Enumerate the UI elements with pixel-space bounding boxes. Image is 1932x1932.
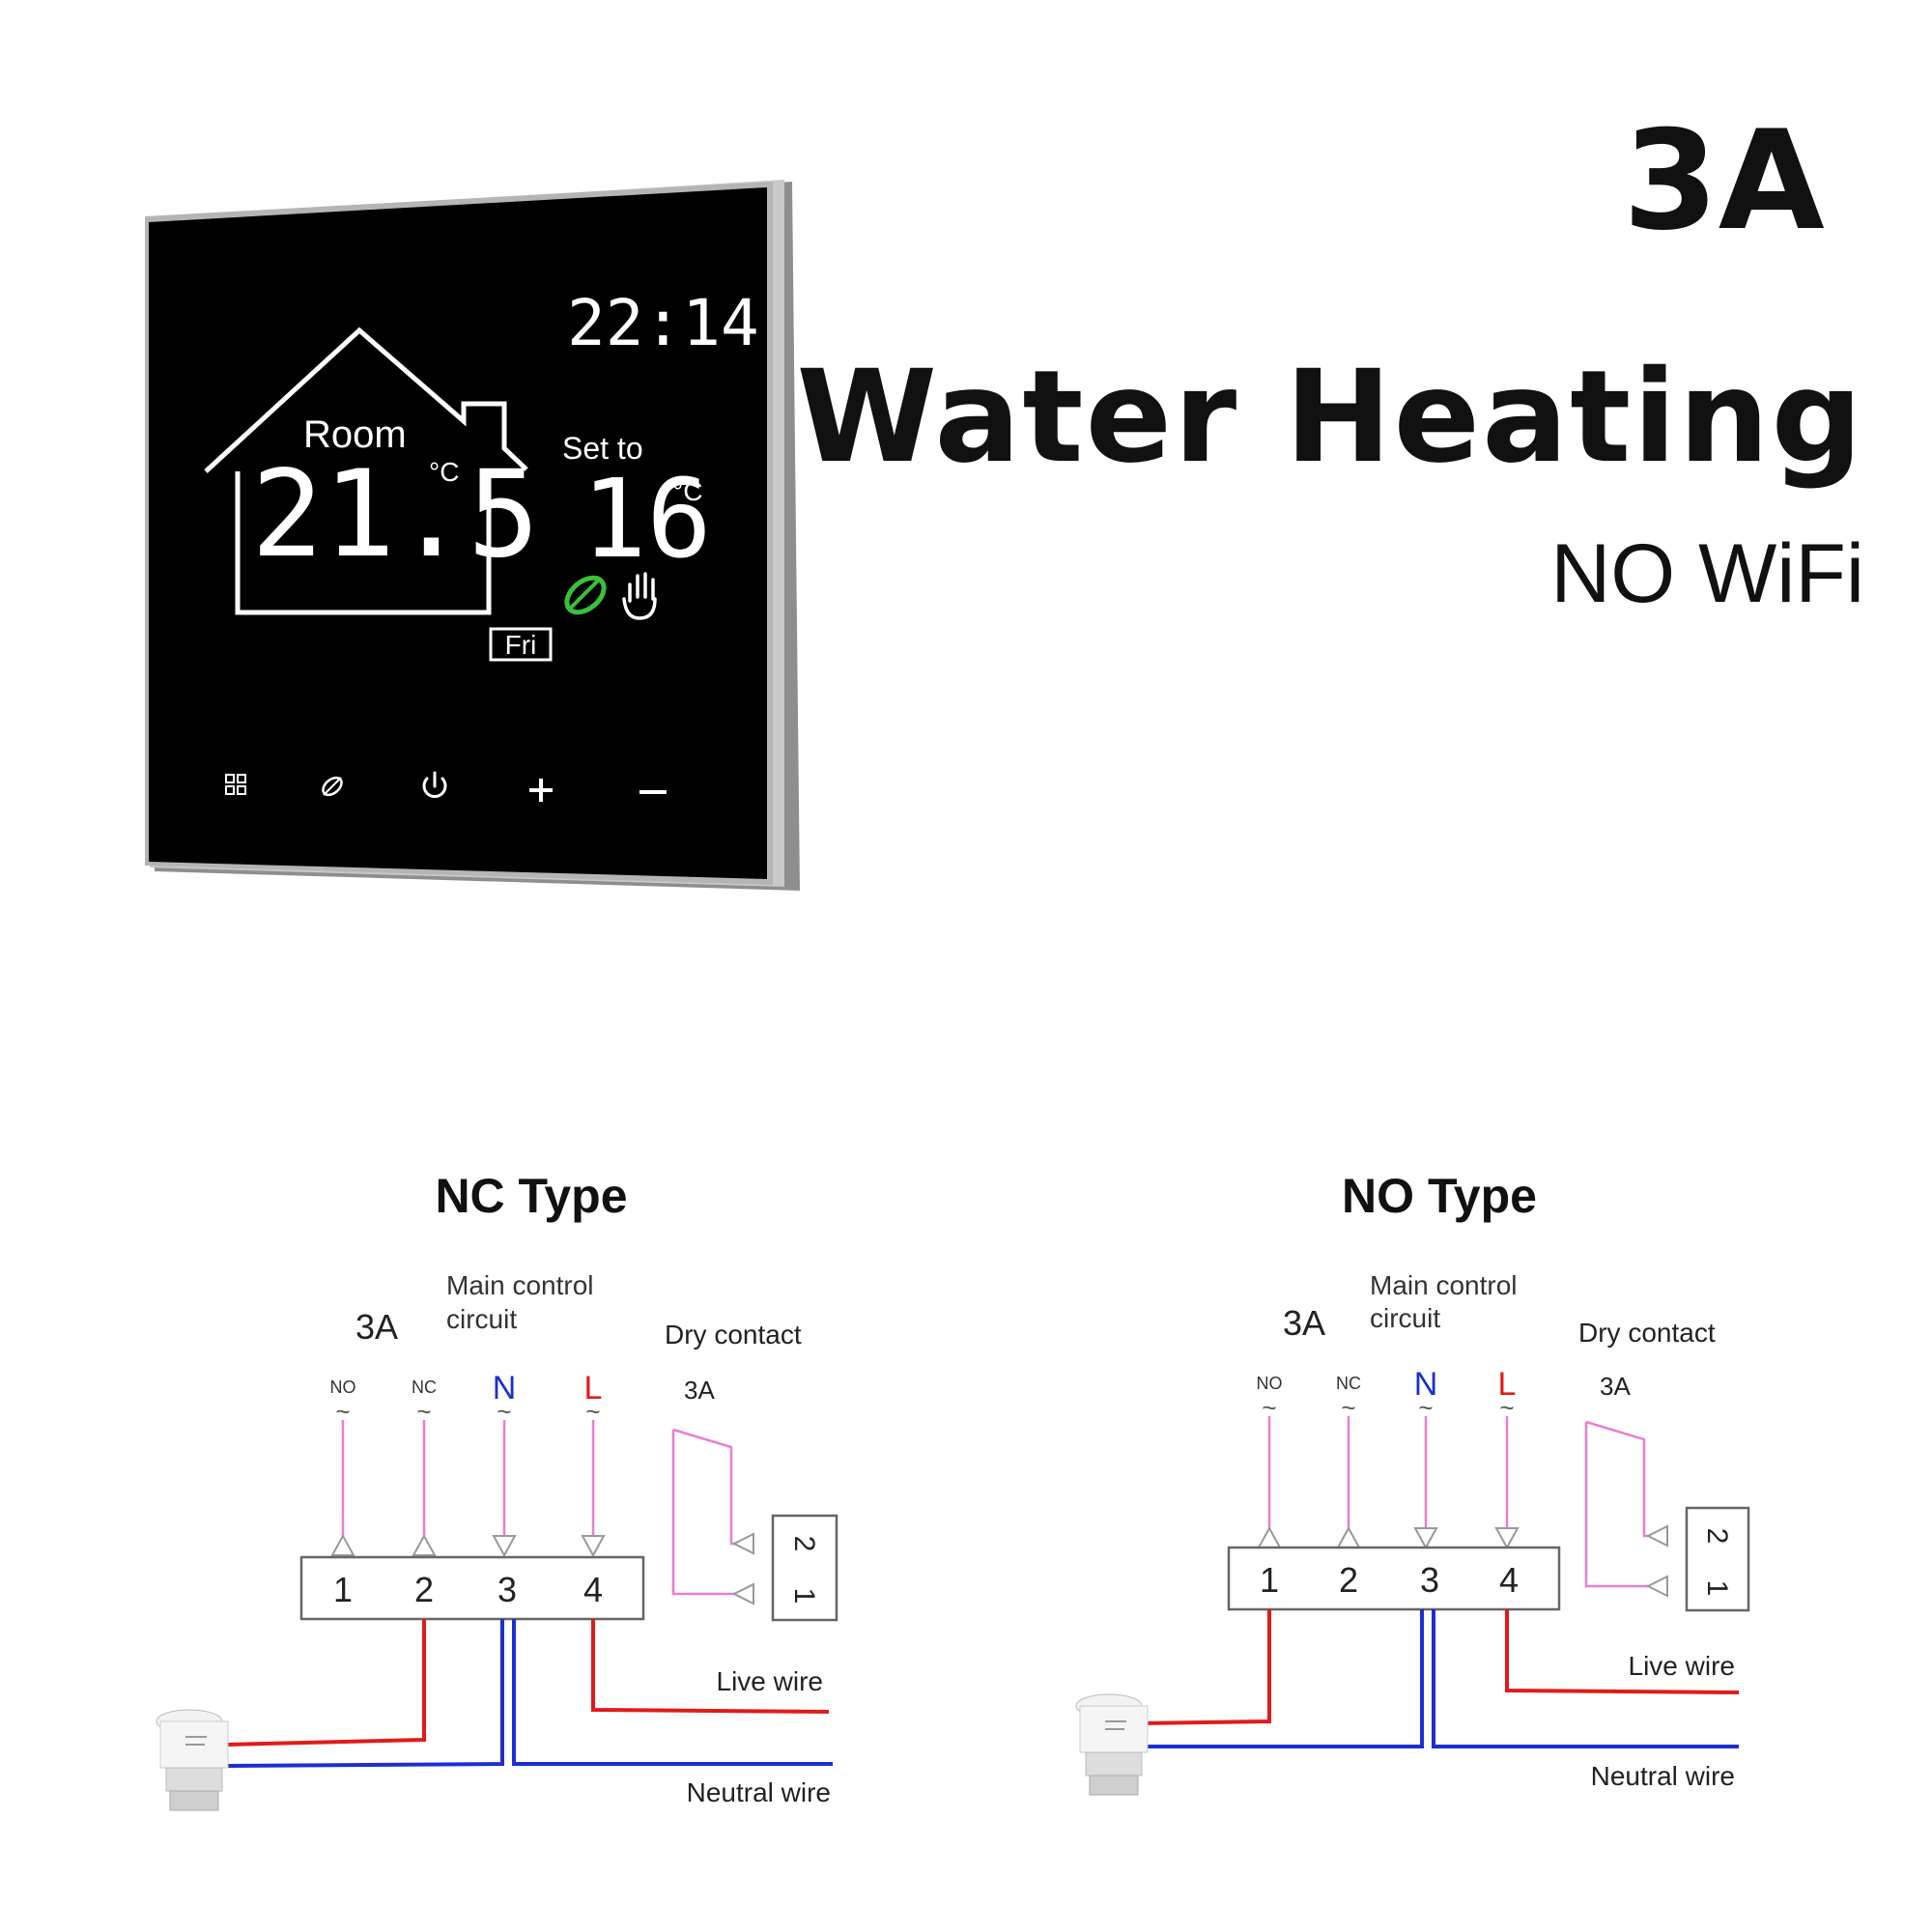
power-button[interactable] xyxy=(415,767,454,806)
thermostat-device: 22:14 Room 21.5 °C Set to 16 °C Fri xyxy=(145,180,800,891)
decrease-button[interactable] xyxy=(634,769,672,808)
wifi-subtitle: NO WiFi xyxy=(1550,527,1864,620)
main-control-label-1: Main control xyxy=(446,1270,594,1300)
terminal-label-no: NO xyxy=(330,1378,356,1397)
terminal-label-nc: NC xyxy=(412,1378,437,1397)
room-label: Room xyxy=(303,413,407,456)
rating-label: 3A xyxy=(355,1307,398,1347)
terminal-arrows xyxy=(330,1532,754,1605)
contact-terminal-2: 2 xyxy=(1701,1528,1733,1545)
dry-contact-block xyxy=(771,1514,838,1622)
neutral-wire xyxy=(512,1619,833,1766)
eco-leaf-status-icon xyxy=(564,575,607,615)
eco-button[interactable] xyxy=(315,769,350,804)
dry-contact-rating: 3A xyxy=(684,1376,715,1405)
thermostat-screen xyxy=(149,187,767,879)
blue-wire-valve xyxy=(1140,1609,1424,1748)
manual-hand-icon xyxy=(622,572,657,620)
terminal-block xyxy=(299,1555,645,1621)
terminal-3: 3 xyxy=(497,1570,517,1609)
menu-icon xyxy=(225,774,246,795)
tilde-1: ~ xyxy=(1262,1393,1276,1422)
main-control-label-1: Main control xyxy=(1370,1270,1518,1300)
terminal-2: 2 xyxy=(1339,1560,1358,1600)
day-label: Fri xyxy=(505,630,537,660)
diagram-title: NO Type xyxy=(1342,1169,1537,1223)
power-icon xyxy=(422,771,447,798)
live-wire-label: Live wire xyxy=(1629,1651,1735,1681)
product-title: Water Heating xyxy=(796,343,1864,492)
terminal-2: 2 xyxy=(414,1570,434,1609)
dry-contact-rating: 3A xyxy=(1600,1372,1631,1401)
tilde-1: ~ xyxy=(335,1397,350,1426)
room-temperature: 21.5 xyxy=(251,445,540,584)
tilde-4: ~ xyxy=(585,1397,600,1426)
clock-time: 22:14 xyxy=(567,286,759,360)
set-label: Set to xyxy=(562,431,643,466)
dry-contact-block xyxy=(1685,1506,1750,1612)
terminal-4: 4 xyxy=(1499,1560,1519,1600)
plus-icon xyxy=(529,779,553,802)
red-wire-valve xyxy=(1139,1609,1271,1725)
no-wiring-diagram: NO Type 3A Main control circuit Dry cont… xyxy=(1075,1169,1750,1796)
house-outline-icon xyxy=(204,327,528,615)
set-temperature: 16 xyxy=(582,457,712,582)
neutral-wire-label: Neutral wire xyxy=(687,1777,831,1807)
tilde-3: ~ xyxy=(497,1397,511,1426)
terminal-label-l: L xyxy=(1498,1366,1517,1403)
diagram-title: NC Type xyxy=(435,1169,627,1223)
terminal-label-n: N xyxy=(1414,1366,1438,1403)
nc-wiring-diagram: NC Type 3A Main control circuit Dry cont… xyxy=(156,1169,838,1811)
rating-label: 3A xyxy=(1283,1303,1325,1343)
terminal-4: 4 xyxy=(583,1570,603,1609)
terminal-3: 3 xyxy=(1420,1560,1439,1600)
terminal-arrows xyxy=(1257,1524,1668,1598)
neutral-wire-label: Neutral wire xyxy=(1591,1761,1735,1791)
terminal-block xyxy=(1227,1546,1561,1611)
dry-contact-label: Dry contact xyxy=(665,1320,802,1350)
day-box xyxy=(489,627,553,662)
set-unit: °C xyxy=(672,476,702,506)
red-wire-valve xyxy=(227,1619,426,1747)
terminal-label-l: L xyxy=(584,1370,603,1406)
terminal-label-no: NO xyxy=(1257,1374,1283,1393)
contact-terminal-1: 1 xyxy=(1701,1580,1733,1597)
room-unit: °C xyxy=(429,457,459,487)
contact-terminal-1: 1 xyxy=(788,1588,820,1605)
live-wire-label: Live wire xyxy=(717,1666,823,1696)
tilde-4: ~ xyxy=(1499,1393,1514,1422)
eco-leaf-icon xyxy=(322,776,343,797)
tilde-2: ~ xyxy=(1341,1393,1355,1422)
tilde-2: ~ xyxy=(416,1397,431,1426)
dry-contact-label: Dry contact xyxy=(1578,1318,1716,1348)
blue-wire-valve xyxy=(227,1619,504,1768)
terminal-label-nc: NC xyxy=(1336,1374,1361,1393)
live-wire xyxy=(591,1619,830,1714)
live-wire xyxy=(1505,1609,1740,1694)
neutral-wire xyxy=(1432,1609,1739,1748)
main-control-label-2: circuit xyxy=(1370,1303,1440,1333)
control-lines xyxy=(341,1420,753,1596)
main-control-label-2: circuit xyxy=(446,1304,517,1334)
terminal-1: 1 xyxy=(1260,1560,1279,1600)
current-rating-heading: 3A xyxy=(1623,101,1825,261)
thermal-actuator-icon xyxy=(1075,1693,1149,1796)
tilde-3: ~ xyxy=(1418,1393,1433,1422)
terminal-1: 1 xyxy=(333,1570,353,1609)
thermal-actuator-icon xyxy=(156,1709,229,1811)
increase-button[interactable] xyxy=(522,769,560,808)
minus-icon xyxy=(639,790,667,794)
menu-button[interactable] xyxy=(220,769,255,804)
terminal-label-n: N xyxy=(493,1370,517,1406)
contact-terminal-2: 2 xyxy=(788,1536,820,1552)
